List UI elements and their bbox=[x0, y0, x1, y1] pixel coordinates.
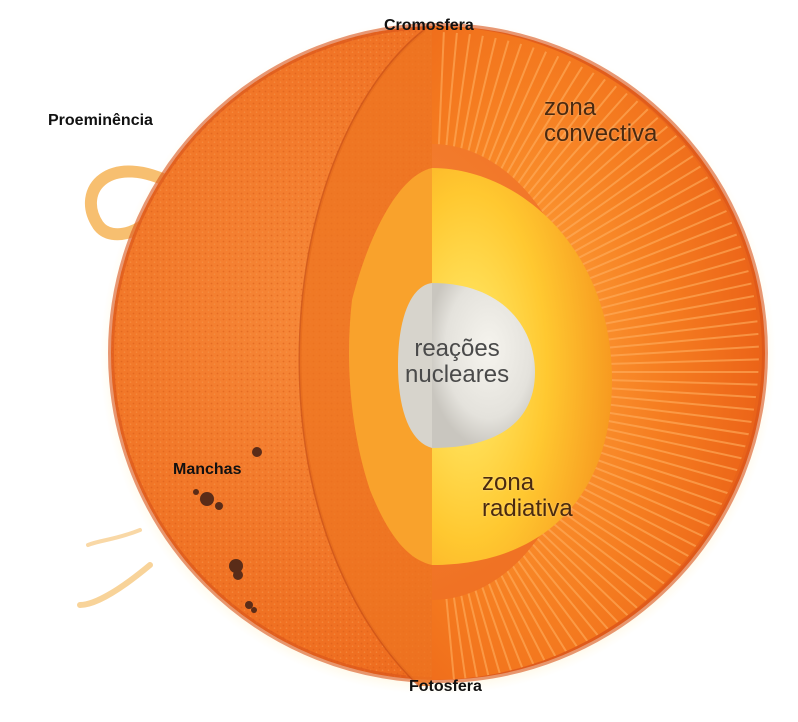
label-reacoes-nucleares: reações nucleares bbox=[405, 336, 509, 388]
prominence-flare bbox=[80, 565, 150, 605]
label-cromosfera: Cromosfera bbox=[384, 17, 474, 35]
label-manchas: Manchas bbox=[173, 461, 241, 479]
label-fotosfera: Fotosfera bbox=[409, 678, 482, 696]
label-zona-convectiva: zona convectiva bbox=[544, 95, 657, 147]
label-proeminencia: Proeminência bbox=[48, 112, 153, 130]
label-zona-radiativa: zona radiativa bbox=[482, 470, 573, 522]
